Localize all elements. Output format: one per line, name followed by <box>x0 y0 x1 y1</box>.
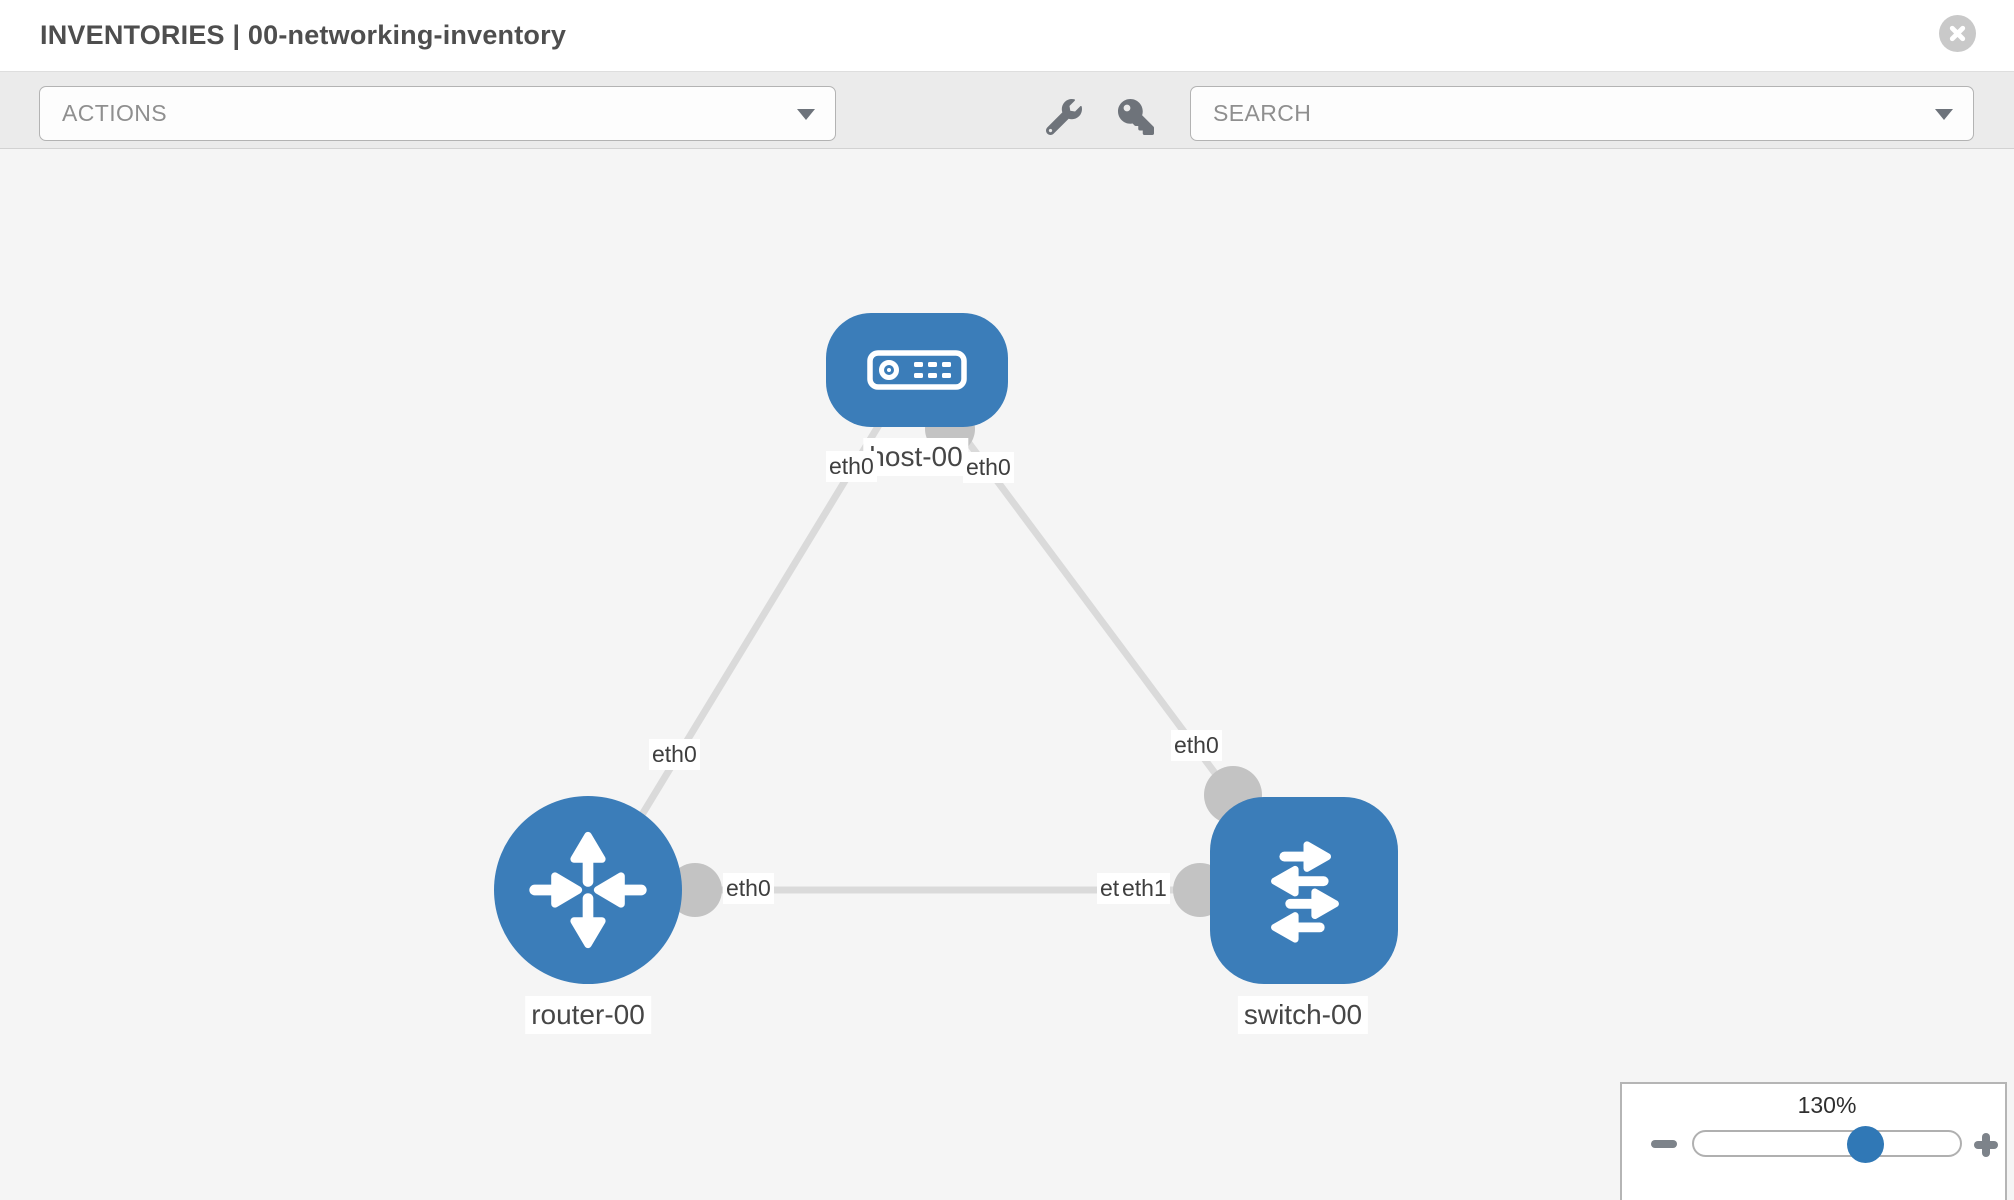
interface-label: eth0 <box>723 873 774 904</box>
node-host-00[interactable] <box>826 313 1008 427</box>
interface-connector <box>668 863 722 917</box>
interface-label: eth0 <box>1171 730 1222 761</box>
zoom-control-panel: 130% <box>1620 1082 2007 1200</box>
key-button[interactable] <box>1117 98 1155 136</box>
search-dropdown-label: SEARCH <box>1213 100 1312 126</box>
server-icon <box>867 350 967 390</box>
node-label-host: host-00 <box>863 438 969 476</box>
zoom-slider-knob[interactable] <box>1847 1126 1884 1163</box>
toolbar: ACTIONS SEARCH <box>0 71 2014 149</box>
zoom-slider-track[interactable] <box>1692 1130 1962 1157</box>
node-router-00[interactable] <box>494 796 682 984</box>
switch-arrows-icon <box>1271 840 1339 943</box>
node-label-switch: switch-00 <box>1237 996 1369 1034</box>
actions-dropdown[interactable]: ACTIONS <box>39 86 836 141</box>
page-title: INVENTORIES | 00-networking-inventory <box>40 20 567 50</box>
chevron-down-icon <box>1935 108 1953 120</box>
chevron-down-icon <box>797 108 815 120</box>
router-arrows-icon <box>529 831 647 949</box>
search-dropdown[interactable]: SEARCH <box>1190 86 1974 141</box>
wrench-button[interactable] <box>1045 98 1083 136</box>
topology-canvas[interactable] <box>0 149 2014 1200</box>
actions-dropdown-label: ACTIONS <box>62 100 168 126</box>
node-switch-00[interactable] <box>1210 797 1398 984</box>
zoom-level-value: 130% <box>1797 1092 1857 1118</box>
plus-icon[interactable] <box>1974 1133 1998 1157</box>
interface-label: eth0 <box>826 451 877 482</box>
close-icon <box>1949 25 1966 42</box>
interface-label: eth0 <box>649 739 700 770</box>
close-button[interactable] <box>1939 15 1976 52</box>
wrench-icon <box>1046 99 1082 135</box>
key-icon <box>1118 99 1154 135</box>
header-bar: INVENTORIES | 00-networking-inventory <box>0 0 2014 71</box>
interface-label: eth0 <box>963 452 1014 483</box>
interface-label: eth1 <box>1119 873 1170 904</box>
node-label-router: router-00 <box>525 996 651 1034</box>
minus-icon[interactable] <box>1651 1140 1677 1148</box>
